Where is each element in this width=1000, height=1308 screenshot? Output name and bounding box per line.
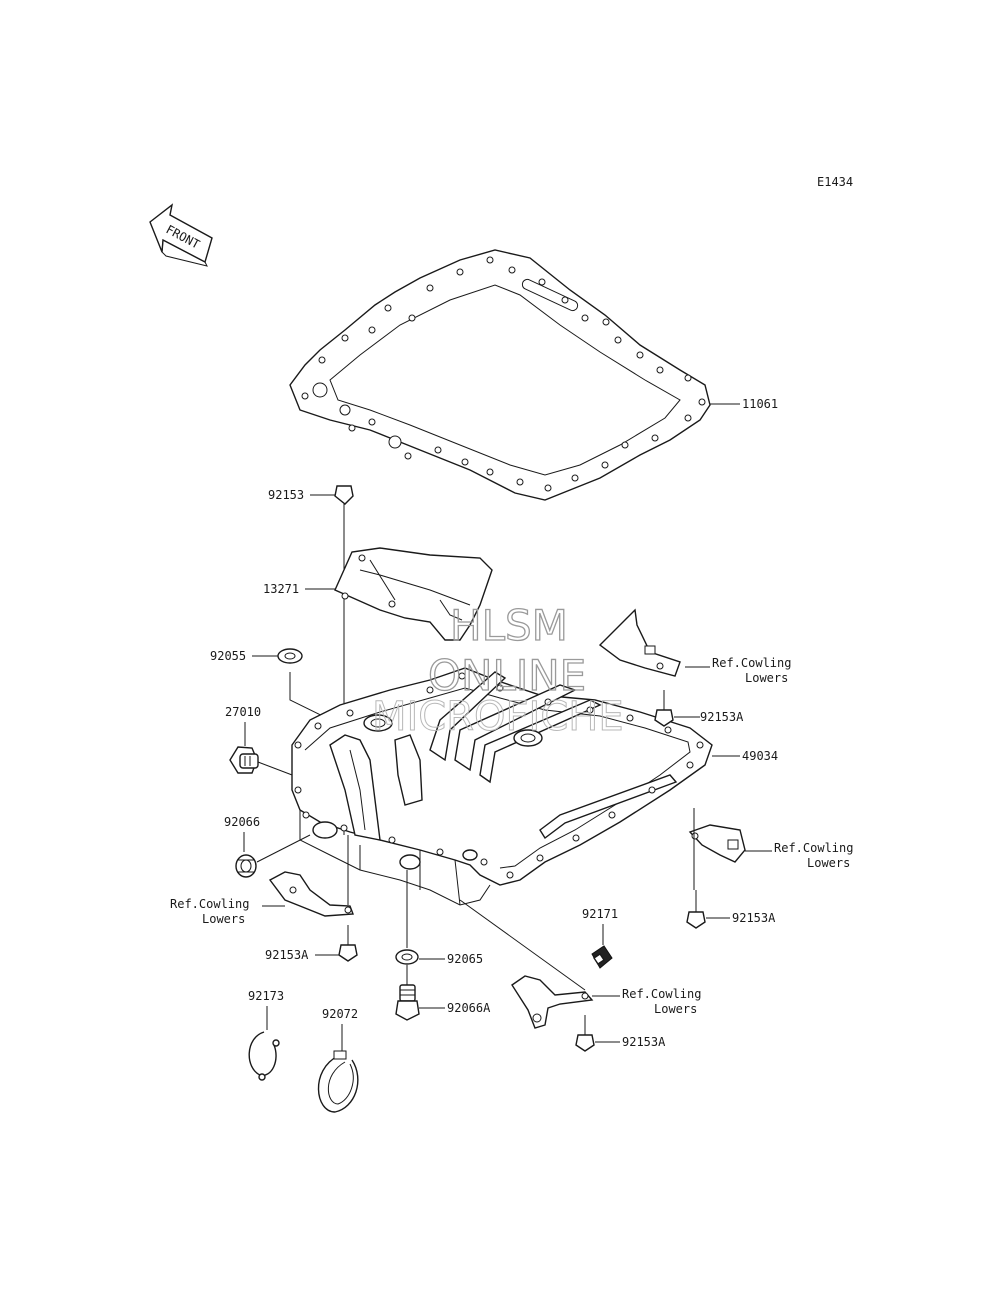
washer-92055 [277,648,303,664]
bracket-bottom [511,975,594,1029]
watermark: HLSM ONLINE MICROFICHE [372,600,625,740]
label-92171: 92171 [582,907,618,921]
label-92065: 92065 [447,952,483,966]
label-92153A-upper-right: 92153A [700,710,744,724]
front-arrow-icon: FRONT [149,203,213,267]
bracket-upper-right [598,608,681,677]
ref-bottom-line1: Ref.Cowling [622,987,701,1001]
diagram-code: E1434 [817,175,853,189]
label-11061: 11061 [742,397,778,411]
bolt-92153-top [334,485,354,522]
bolt-92153A-upper-right [654,690,674,727]
ref-upper-right-line1: Ref.Cowling [712,656,791,670]
label-13271: 13271 [263,582,299,596]
label-92153A-left: 92153A [265,948,309,962]
label-92153A-bottom: 92153A [622,1035,666,1049]
clip-92171 [591,945,613,969]
label-49034: 49034 [742,749,778,763]
plug-92066 [235,854,257,878]
watermark-line2: ONLINE [428,651,586,700]
label-27010: 27010 [225,705,261,719]
bolt-92153A-right [686,890,706,929]
oil-pressure-switch-27010 [229,746,259,774]
oil-pan-part [291,667,713,906]
bolt-92153A-bottom [575,1015,595,1052]
watermark-line3: MICROFICHE [372,694,624,740]
ref-left-line1: Ref.Cowling [170,897,249,911]
label-92066A: 92066A [447,1001,491,1015]
bolt-92153A-left [338,925,358,962]
ref-right-line1: Ref.Cowling [774,841,853,855]
drain-plug-92066A [395,984,420,1021]
baffle-plate-part [334,547,493,641]
ref-upper-right-line2: Lowers [745,671,788,685]
label-92072: 92072 [322,1007,358,1021]
clamp-92173 [248,1031,280,1081]
ref-left-line2: Lowers [202,912,245,926]
label-92173: 92173 [248,989,284,1003]
bracket-left [268,871,354,917]
gasket-part [289,249,711,501]
bracket-right [688,824,746,863]
ref-right-line2: Lowers [807,856,850,870]
washer-92065 [395,949,419,965]
band-92072 [317,1050,359,1113]
label-92153A-right: 92153A [732,911,776,925]
label-92055: 92055 [210,649,246,663]
ref-bottom-line2: Lowers [654,1002,697,1016]
label-92153-top: 92153 [268,488,304,502]
watermark-line1: HLSM [450,601,568,650]
label-92066: 92066 [224,815,260,829]
